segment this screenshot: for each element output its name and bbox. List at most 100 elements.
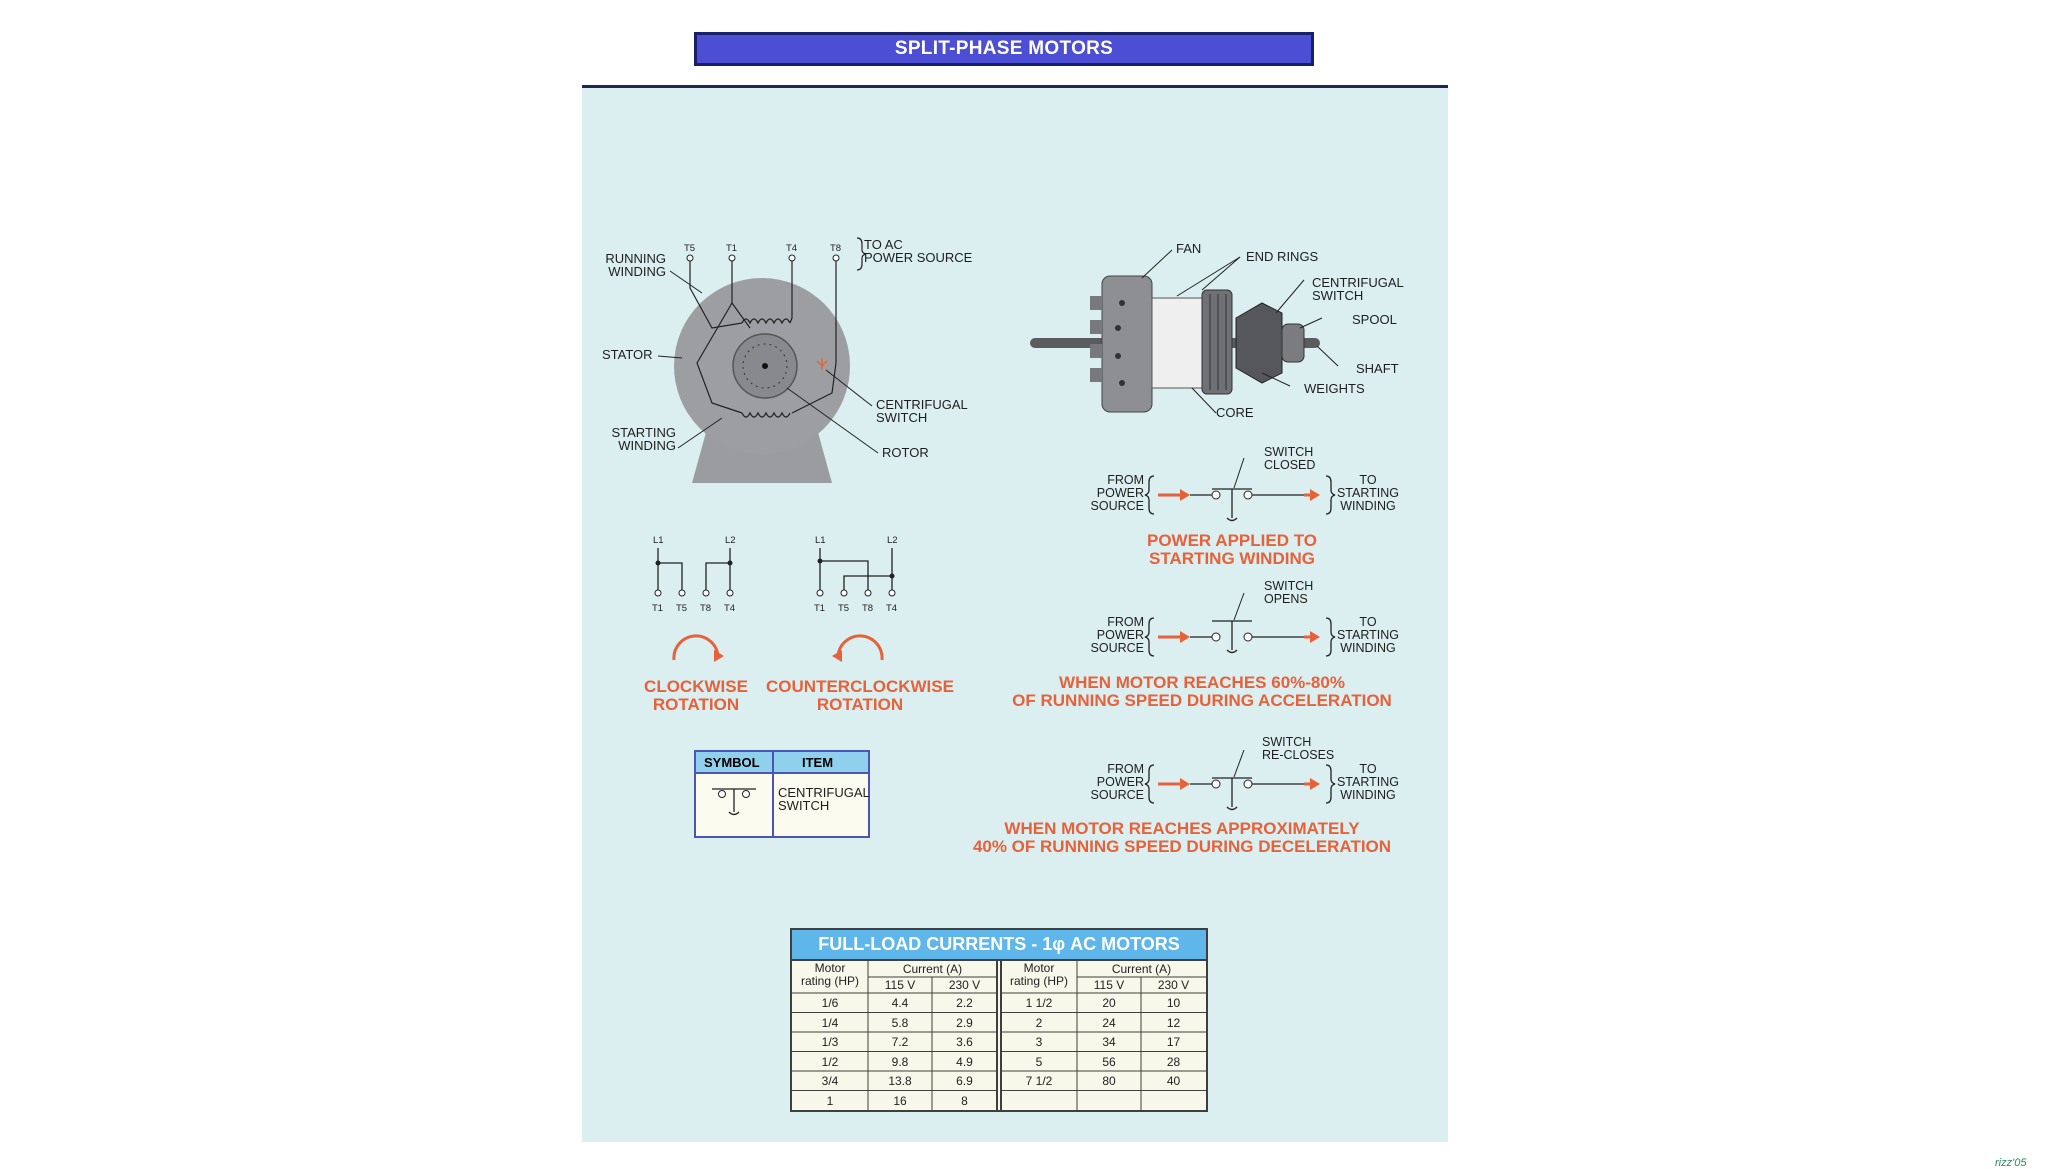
table-cell-230v: 17 — [1166, 1035, 1181, 1049]
centrifugal-mechanism — [1235, 302, 1283, 384]
from-source-1: FROM POWER SOURCE — [1090, 473, 1144, 513]
ccw-l2: L2 — [887, 535, 898, 546]
fan-label: FAN — [1176, 241, 1202, 256]
table-cell-230v: 2.9 — [956, 1015, 973, 1030]
clockwise-caption: CLOCKWISE ROTATION — [644, 677, 748, 714]
signature: rizz'05 — [1995, 1157, 2027, 1169]
table-cell-230v: 4.9 — [956, 1054, 973, 1069]
table-cell-115v: 9.8 — [891, 1054, 909, 1069]
table-cell-230v: 6.9 — [956, 1074, 973, 1088]
switch-closed-label: SWITCH CLOSED — [1264, 445, 1316, 472]
table-cell-230v: 12 — [1166, 1015, 1181, 1030]
table-cell-hp: 1 1/2 — [1025, 996, 1053, 1010]
table-cell-hp: 1/2 — [821, 1054, 839, 1069]
core-label: CORE — [1216, 405, 1254, 420]
table-cell-230v: 28 — [1166, 1054, 1181, 1069]
power-source-label: TO AC POWER SOURCE — [864, 237, 973, 265]
rating-header: Motor rating (HP) — [1009, 961, 1068, 988]
shaft-label: SHAFT — [1356, 361, 1399, 376]
terminal-t4: T4 — [786, 243, 798, 254]
item-header: ITEM — [802, 755, 834, 770]
rating-header: Motor rating (HP) — [800, 961, 859, 988]
counterclockwise-arrow — [836, 634, 884, 661]
stator-label: STATOR — [602, 347, 653, 362]
cw-t1: T1 — [652, 603, 664, 614]
cw-t8: T8 — [700, 603, 712, 614]
spool-label: SPOOL — [1352, 312, 1397, 327]
table-cell-115v: 7.2 — [891, 1035, 909, 1049]
switch-recloses-diagram — [1144, 749, 1336, 811]
table-cell-hp: 3 — [1035, 1035, 1043, 1049]
full-load-table-title: FULL-LOAD CURRENTS - 1φ AC MOTORS — [792, 930, 1206, 961]
table-cell-115v: 5.8 — [891, 1015, 909, 1030]
rotor-centrifugal-switch-label: CENTRIFUGAL SWITCH — [1312, 275, 1404, 303]
ccw-t4: T4 — [886, 603, 898, 614]
running-winding-label: RUNNING WINDING — [605, 251, 666, 279]
starting-winding-label: STARTING WINDING — [611, 425, 676, 453]
cw-t5: T5 — [676, 603, 688, 614]
ccw-t5: T5 — [838, 603, 850, 614]
voltage-header: 115 V — [1093, 978, 1125, 992]
centrifugal-switch-symbol — [712, 788, 756, 816]
table-cell-hp: 2 — [1035, 1015, 1043, 1030]
symbol-table-header: SYMBOL ITEM — [696, 752, 868, 774]
table-cell-115v: 80 — [1102, 1074, 1116, 1088]
table-cell-115v: 20 — [1102, 996, 1116, 1010]
voltage-header: 115 V — [884, 978, 916, 992]
to-winding-1: TO STARTING WINDING — [1336, 473, 1400, 513]
from-source-3: FROM POWER SOURCE — [1090, 762, 1144, 802]
table-cell-230v: 40 — [1166, 1074, 1181, 1088]
page-title: SPLIT-PHASE MOTORS — [694, 32, 1314, 66]
symbol-table: SYMBOL ITEM CENTRIFUGAL SWITCH — [694, 750, 870, 838]
from-source-2: FROM POWER SOURCE — [1090, 615, 1144, 655]
terminal-t1: T1 — [726, 243, 738, 254]
weights-label: WEIGHTS — [1304, 381, 1365, 396]
rotor-label: ROTOR — [882, 445, 929, 460]
terminal-t8: T8 — [830, 243, 842, 254]
to-winding-3: TO STARTING WINDING — [1336, 762, 1400, 802]
cw-l2: L2 — [725, 535, 736, 546]
current-header: Current (A) — [1111, 962, 1172, 976]
switch-opens-label: SWITCH OPENS — [1264, 579, 1314, 606]
table-cell-230v: 10 — [1166, 996, 1181, 1010]
cw-t4: T4 — [724, 603, 736, 614]
spool — [1281, 323, 1305, 363]
table-cell-hp: 3/4 — [821, 1074, 839, 1088]
table-cell-230v: 8 — [961, 1093, 968, 1108]
document-sheet: SPLIT-PHASE MOTORS — [582, 28, 2026, 1169]
rotor-assembly — [1030, 249, 1339, 414]
table-cell-115v: 13.8 — [888, 1074, 912, 1088]
centrifugal-switch-label: CENTRIFUGAL SWITCH — [876, 397, 968, 425]
voltage-header: 230 V — [948, 978, 981, 992]
current-header: Current (A) — [902, 962, 963, 976]
table-gridlines — [792, 961, 1206, 1110]
table-cell-115v: 56 — [1102, 1054, 1116, 1069]
core — [1151, 297, 1205, 389]
stator-diagram — [657, 237, 879, 483]
power-applied-caption: POWER APPLIED TO STARTING WINDING — [1146, 531, 1318, 568]
item-centrifugal-switch: CENTRIFUGAL SWITCH — [778, 785, 870, 813]
sheet-header: SPLIT-PHASE MOTORS — [582, 28, 1448, 88]
full-load-grid: Motor rating (HP) Current (A) 115 V 230 V 1/… — [792, 961, 1206, 1110]
table-cell-hp: 5 — [1035, 1054, 1043, 1069]
counterclockwise-caption: COUNTERCLOCKWISE ROTATION — [766, 677, 954, 714]
switch-opens-diagram — [1144, 592, 1336, 657]
symbol-header: SYMBOL — [704, 755, 760, 770]
table-cell-230v: 3.6 — [956, 1035, 973, 1049]
to-winding-2: TO STARTING WINDING — [1336, 615, 1400, 655]
switch-closed-diagram — [1144, 457, 1336, 522]
terminal-t5: T5 — [684, 243, 696, 254]
table-cell-hp: 1 — [826, 1093, 834, 1108]
table-cell-hp: 1/4 — [821, 1015, 839, 1030]
table-cell-230v: 2.2 — [956, 996, 973, 1010]
deceleration-caption: WHEN MOTOR REACHES APPROXIMATELY 40% OF … — [972, 819, 1392, 856]
ccw-l1: L1 — [815, 535, 826, 546]
table-cell-hp: 1/6 — [821, 996, 839, 1010]
rotation-wiring — [654, 548, 896, 662]
cw-l1: L1 — [653, 535, 664, 546]
switch-state-diagrams — [1144, 457, 1336, 811]
ccw-t1: T1 — [814, 603, 826, 614]
table-cell-115v: 24 — [1102, 1015, 1116, 1030]
column-divider — [772, 752, 774, 836]
switch-recloses-label: SWITCH RE-CLOSES — [1262, 735, 1335, 762]
